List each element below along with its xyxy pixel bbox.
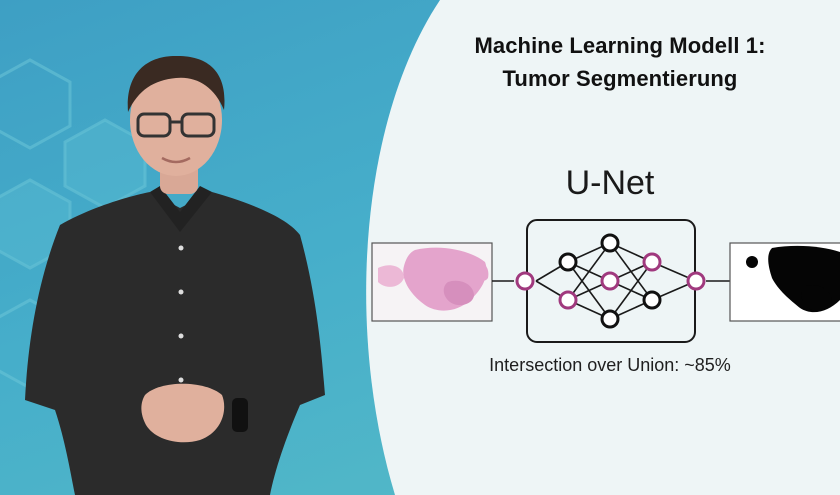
presenter-shirt: [25, 192, 325, 495]
node-h2a: [600, 233, 620, 253]
presenter-mouth: [161, 156, 191, 164]
node-h3b: [642, 290, 662, 310]
slide-title-line2: Tumor Segmentierung: [502, 66, 738, 91]
metric-label: Intersection over Union: ~85%: [489, 355, 731, 375]
network-nodes: [515, 233, 706, 329]
node-h1b: [558, 290, 578, 310]
node-h3a: [642, 252, 662, 272]
presenter-head: [130, 64, 222, 176]
node-input: [515, 271, 535, 291]
slide-title-line1: Machine Learning Modell 1:: [474, 33, 766, 58]
node-h2b: [600, 271, 620, 291]
presenter-collar: [150, 186, 212, 232]
node-h1a: [558, 252, 578, 272]
input-histology-image: [371, 242, 493, 322]
shirt-buttons: [178, 245, 184, 383]
watch-icon: [232, 398, 248, 432]
model-name-label: U-Net: [565, 164, 655, 202]
node-h2c: [600, 309, 620, 329]
presenter-hair: [127, 55, 225, 112]
output-mask-image: [729, 242, 840, 322]
node-output: [686, 271, 706, 291]
presenter: [25, 55, 325, 495]
presenter-hands: [141, 383, 225, 443]
glasses-icon: [136, 112, 216, 138]
